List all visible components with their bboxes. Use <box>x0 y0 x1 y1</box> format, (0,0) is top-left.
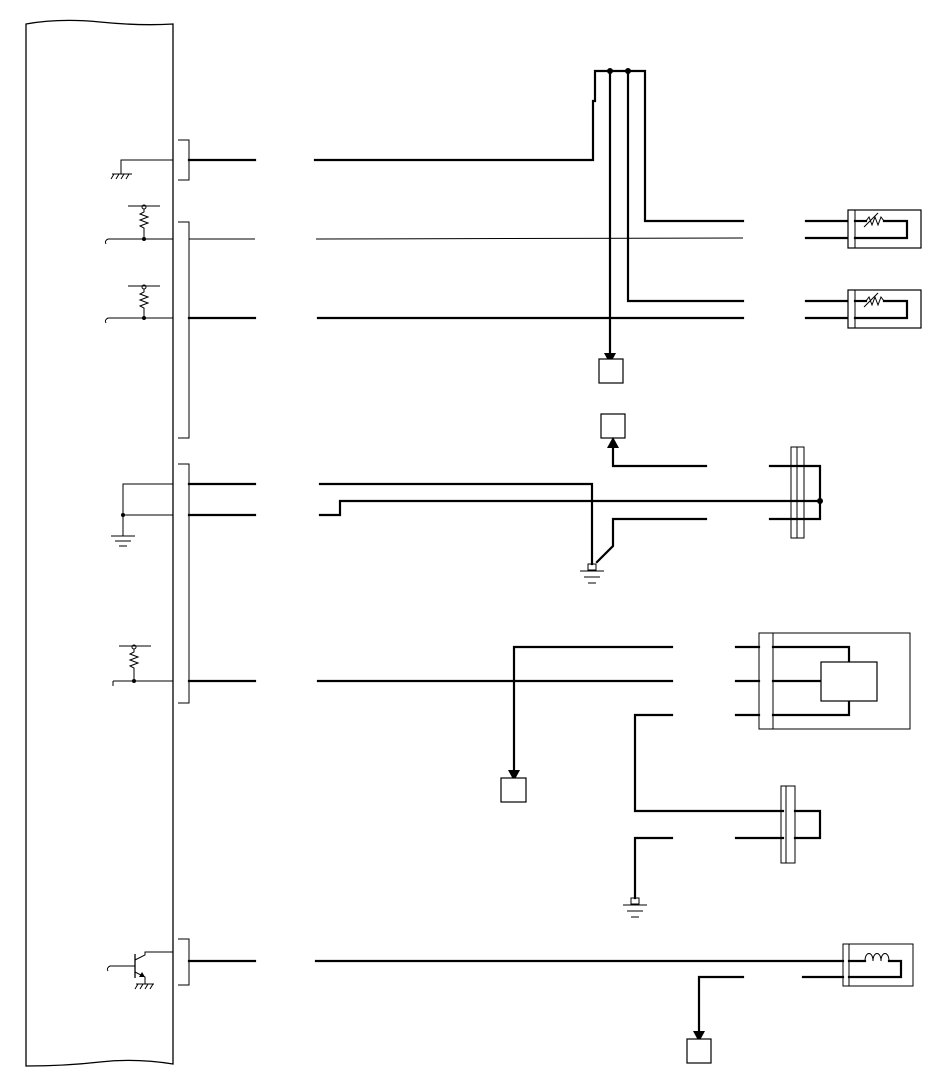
internal-transistor-driver <box>106 951 174 990</box>
two-pin-connector <box>734 785 822 864</box>
off-page-box-3 <box>500 777 527 803</box>
wire-row-2 <box>189 237 744 240</box>
internal-pullup-resistor-3 <box>112 644 173 686</box>
wire-row-7 <box>187 959 845 1042</box>
module-connector-brackets <box>178 139 190 986</box>
control-module <box>25 19 174 1067</box>
wire-row-1 <box>187 68 745 364</box>
wire-row-6 <box>187 645 785 813</box>
internal-ground-2 <box>111 483 173 547</box>
wire-row-5 <box>187 499 822 517</box>
relay-box <box>734 632 911 730</box>
coil-actuator <box>842 943 914 987</box>
internal-pullup-resistor-2 <box>104 284 173 324</box>
internal-pullup-resistor-1 <box>104 204 173 245</box>
thermistor-sensor-2 <box>804 289 922 329</box>
thermistor-sensor-1 <box>804 209 922 249</box>
off-page-box-2 <box>600 413 708 468</box>
wire-row-4 <box>187 482 594 566</box>
ground-symbol-2 <box>623 836 674 918</box>
internal-ground-1 <box>110 159 173 180</box>
switch-assembly <box>768 446 823 539</box>
ground-symbol-1 <box>580 517 708 584</box>
off-page-box-1 <box>598 358 624 384</box>
off-page-box-4 <box>686 1038 712 1064</box>
